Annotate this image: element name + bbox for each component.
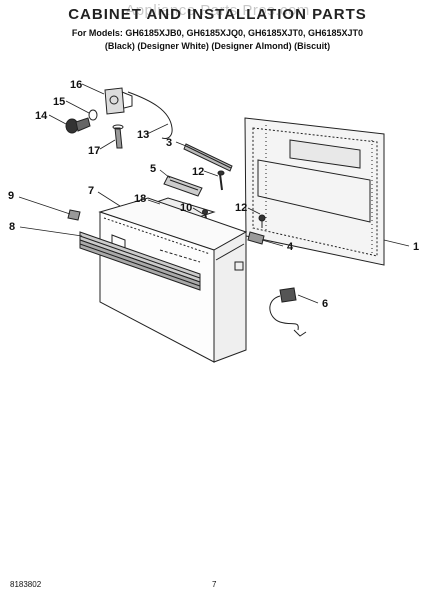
page-title: CABINET AND INSTALLATION PARTS: [68, 6, 367, 23]
callout-12-upper: 12: [192, 166, 204, 178]
callout-13: 13: [137, 129, 149, 141]
front-trim-part: [79, 231, 201, 291]
page-number: 7: [212, 580, 217, 589]
watermark: Appliance Parts Pros.com: [125, 2, 310, 19]
screw-part-right: [258, 214, 266, 228]
leader-lines: [18, 83, 410, 304]
knob-part: [65, 117, 91, 134]
wire-part: [127, 91, 173, 139]
callout-12-right: 12: [235, 202, 247, 214]
callout-6: 6: [322, 298, 328, 310]
model-colors: (Black) (Designer White) (Designer Almon…: [104, 41, 331, 51]
callout-18: 18: [134, 193, 146, 205]
mounting-plate-part: [244, 117, 385, 266]
model-numbers: For Models: GH6185XJB0, GH6185XJQ0, GH61…: [71, 28, 364, 38]
clip-part: [247, 231, 265, 245]
rail-strip-part: [183, 143, 233, 172]
callout-3: 3: [166, 137, 172, 149]
screw-part-upper: [217, 170, 225, 191]
callout-4: 4: [287, 241, 294, 253]
callout-17: 17: [88, 145, 100, 157]
callout-1: 1: [413, 241, 419, 253]
bolt-part: [112, 124, 124, 149]
small-clip-part: [67, 209, 81, 221]
power-cord-part: [269, 287, 307, 337]
callout-9: 9: [8, 190, 14, 202]
model-list: For Models: GH6185XJB0, GH6185XJQ0, GH61…: [0, 27, 435, 53]
washer-part: [88, 109, 98, 121]
callout-14: 14: [35, 110, 48, 122]
callout-8: 8: [9, 221, 15, 233]
callout-16: 16: [70, 79, 82, 91]
document-number: 8183802: [10, 580, 42, 589]
small-bracket-part: [163, 175, 203, 197]
bracket-part: [104, 87, 133, 115]
callout-5: 5: [150, 163, 156, 175]
callout-7: 7: [88, 185, 94, 197]
callout-15: 15: [53, 96, 65, 108]
callout-10: 10: [180, 202, 192, 214]
